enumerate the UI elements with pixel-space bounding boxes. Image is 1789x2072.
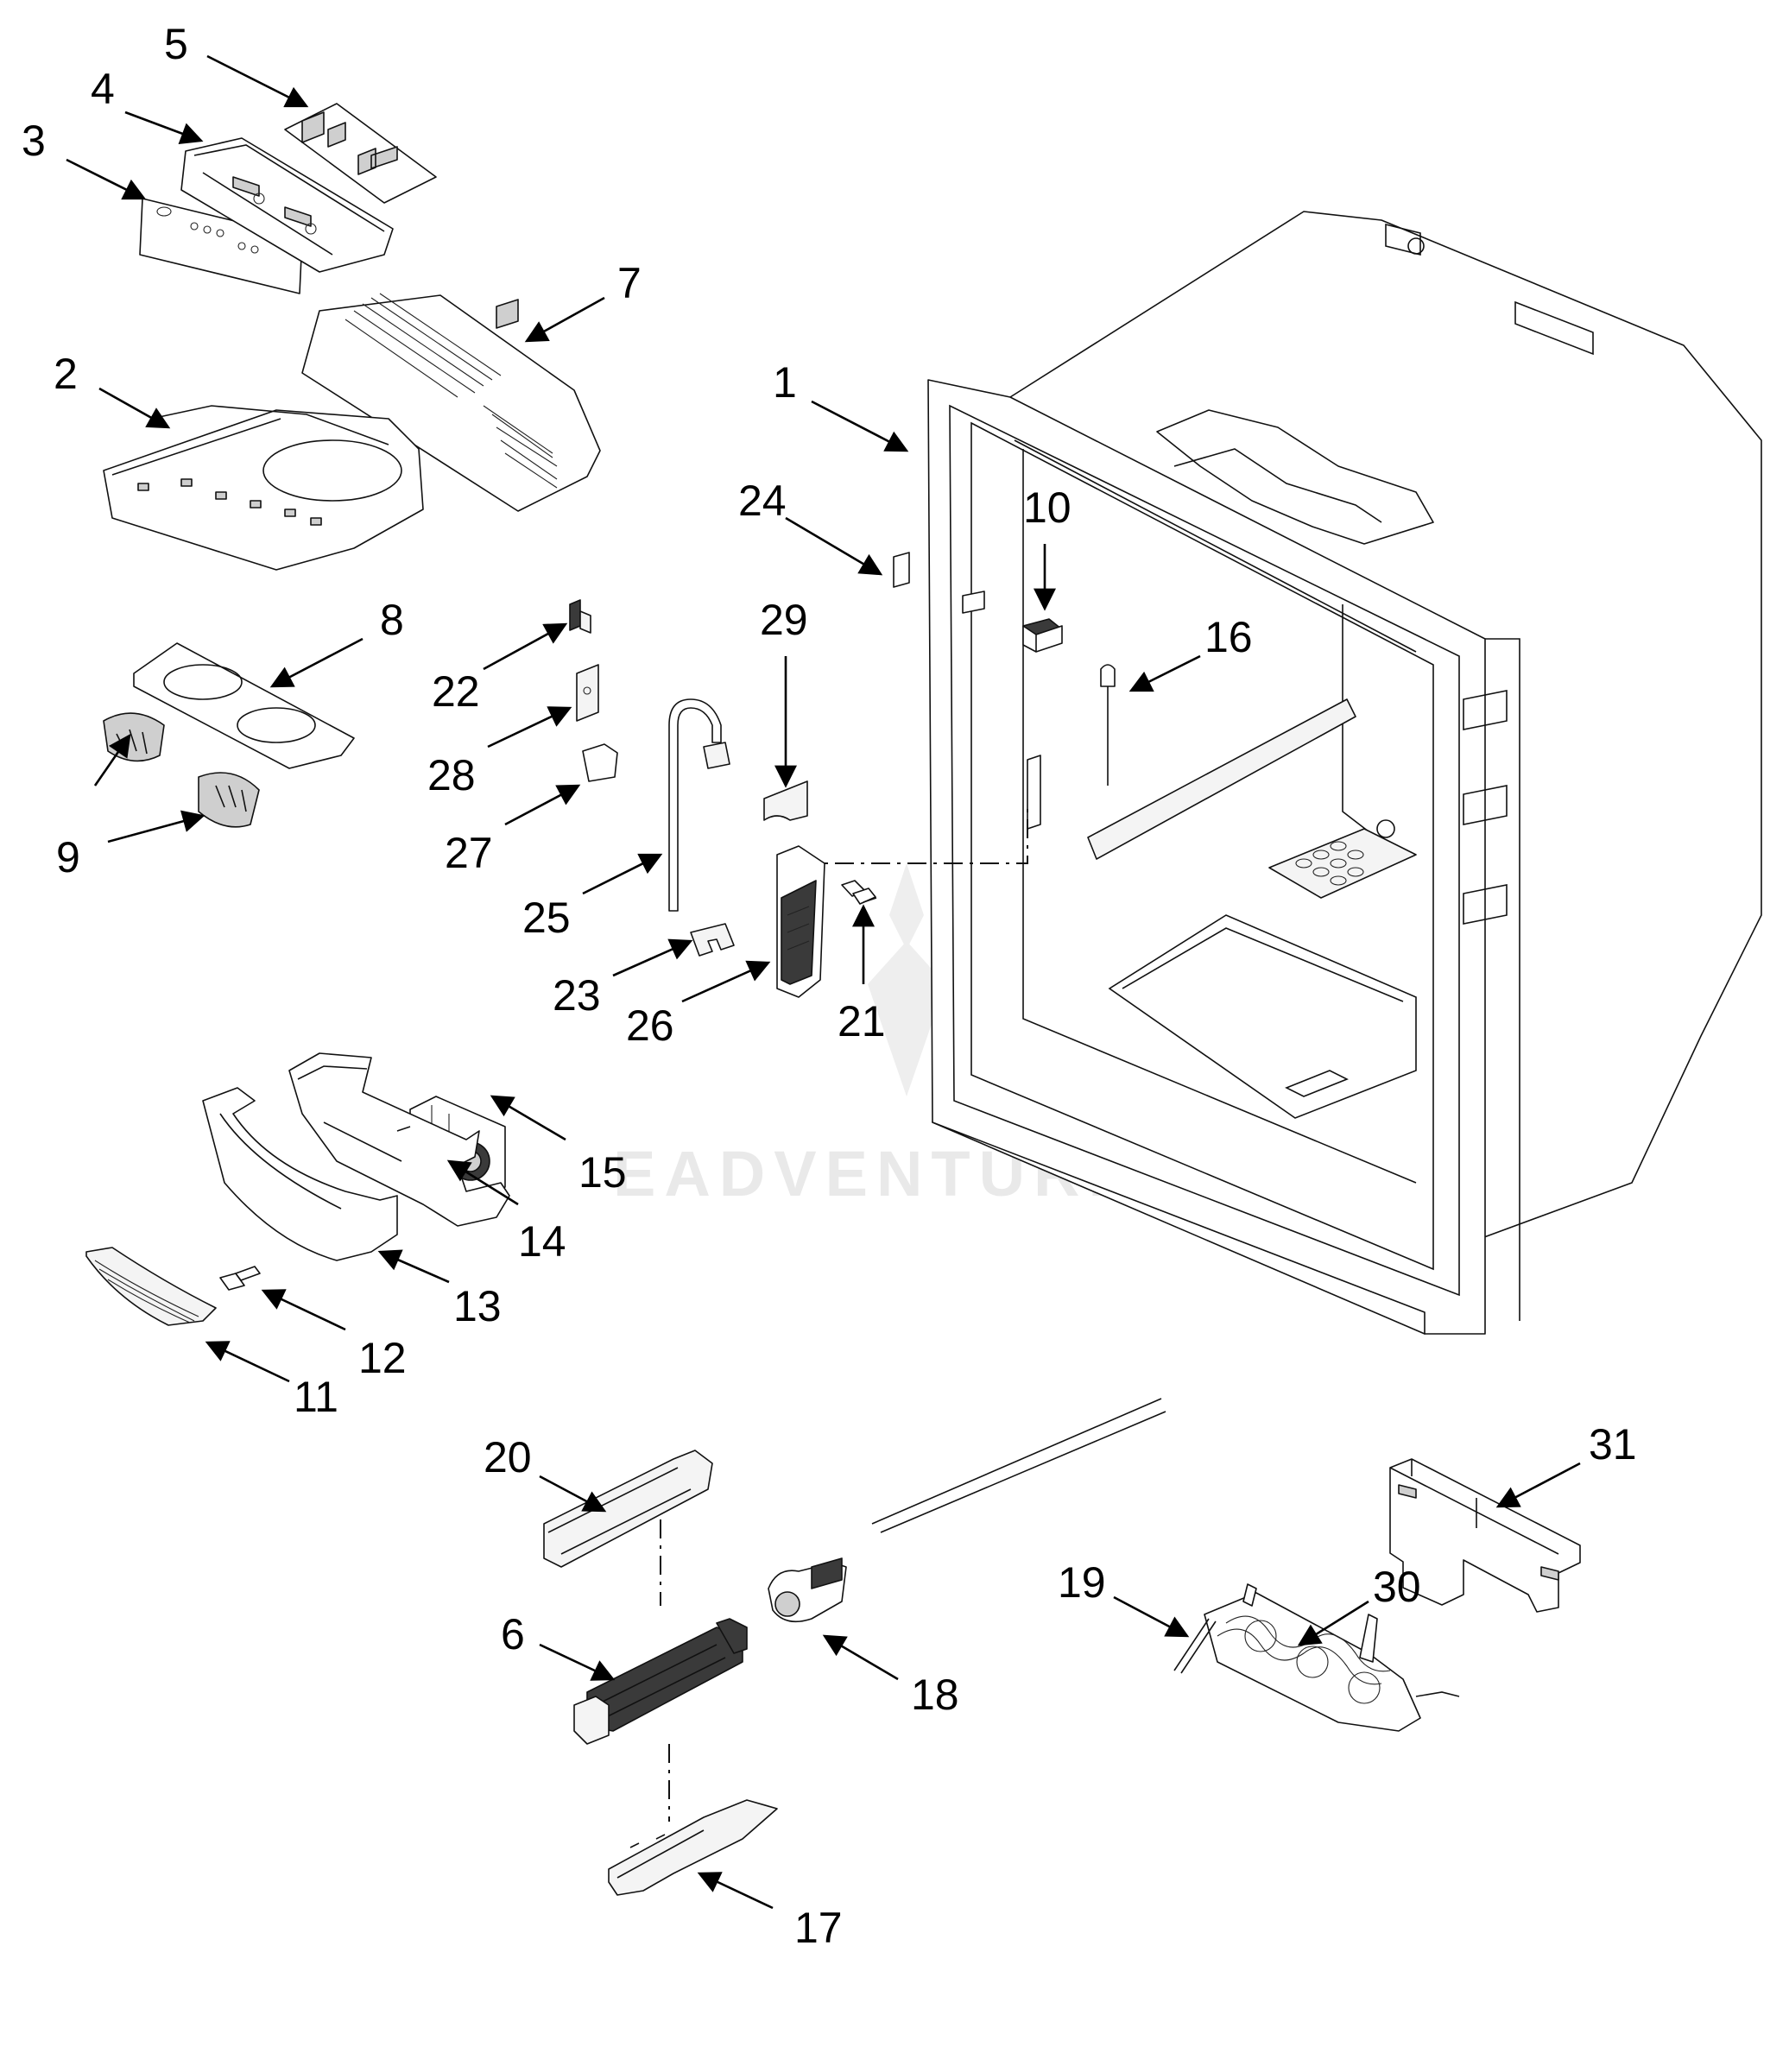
callout-1: 1	[773, 358, 797, 407]
callout-9: 9	[56, 833, 80, 881]
part-24-clip	[893, 552, 910, 588]
part-31-bracket	[1389, 1458, 1581, 1613]
part-22-switch	[569, 599, 591, 634]
callout-20: 20	[484, 1433, 532, 1481]
callout-24: 24	[738, 477, 787, 525]
callout-6: 6	[501, 1610, 525, 1658]
callout-21: 21	[838, 997, 886, 1045]
leader-arrows	[66, 54, 1581, 1910]
callout-5: 5	[164, 20, 188, 68]
callout-13: 13	[453, 1282, 502, 1330]
callout-18: 18	[911, 1671, 959, 1719]
callout-labels: 5 4 3 7 2 1 24 10 16 8 9 22 28 27 29 25 …	[22, 20, 1637, 1952]
part-27-block	[582, 743, 618, 782]
callout-23: 23	[553, 971, 601, 1020]
callout-17: 17	[794, 1904, 843, 1952]
part-12-screw	[219, 1266, 261, 1291]
callout-16: 16	[1204, 613, 1253, 661]
callout-30: 30	[1373, 1563, 1421, 1611]
callout-3: 3	[22, 117, 46, 165]
callout-8: 8	[380, 596, 404, 644]
callout-19: 19	[1058, 1558, 1106, 1607]
part-2-upper-cover	[103, 405, 424, 571]
part-20-upper-cover	[543, 1450, 713, 1568]
callout-7: 7	[617, 259, 642, 307]
callout-14: 14	[518, 1217, 566, 1266]
part-21-screw	[841, 880, 877, 905]
callout-10: 10	[1023, 483, 1072, 532]
assembly-line-21	[799, 807, 1028, 864]
callout-27: 27	[445, 829, 493, 877]
callout-29: 29	[760, 596, 808, 644]
part-26-light-housing	[776, 845, 825, 998]
part-5-control-board	[284, 103, 437, 204]
callout-22: 22	[432, 667, 480, 716]
part-30-19-water-valve	[1173, 1583, 1460, 1732]
part-7-air-tower	[301, 293, 601, 512]
callout-28: 28	[427, 751, 476, 799]
callout-26: 26	[626, 1001, 674, 1050]
callout-4: 4	[91, 65, 115, 113]
callout-31: 31	[1589, 1420, 1637, 1469]
part-11-grille	[85, 1247, 217, 1326]
part-6-filter	[573, 1618, 748, 1745]
part-25-fill-tube	[668, 698, 730, 912]
part-8-ice-tray	[133, 642, 355, 769]
part-28-bracket	[576, 664, 599, 722]
part-4-control-housing	[180, 137, 394, 273]
callout-15: 15	[578, 1148, 627, 1197]
part-13-cover	[202, 1087, 398, 1261]
callout-11: 11	[294, 1373, 338, 1421]
part-14-housing	[288, 1052, 510, 1227]
callout-12: 12	[358, 1334, 407, 1382]
callout-25: 25	[522, 894, 571, 942]
part-10-switch	[1022, 618, 1063, 653]
part-29-cover	[763, 780, 808, 821]
part-18-harness	[768, 1398, 1166, 1623]
part-17-lower-housing	[608, 1799, 778, 1896]
part-16-sensor	[1100, 664, 1116, 786]
part-23-clip	[690, 923, 735, 957]
part-1-liner	[927, 211, 1762, 1335]
callout-2: 2	[54, 350, 78, 398]
